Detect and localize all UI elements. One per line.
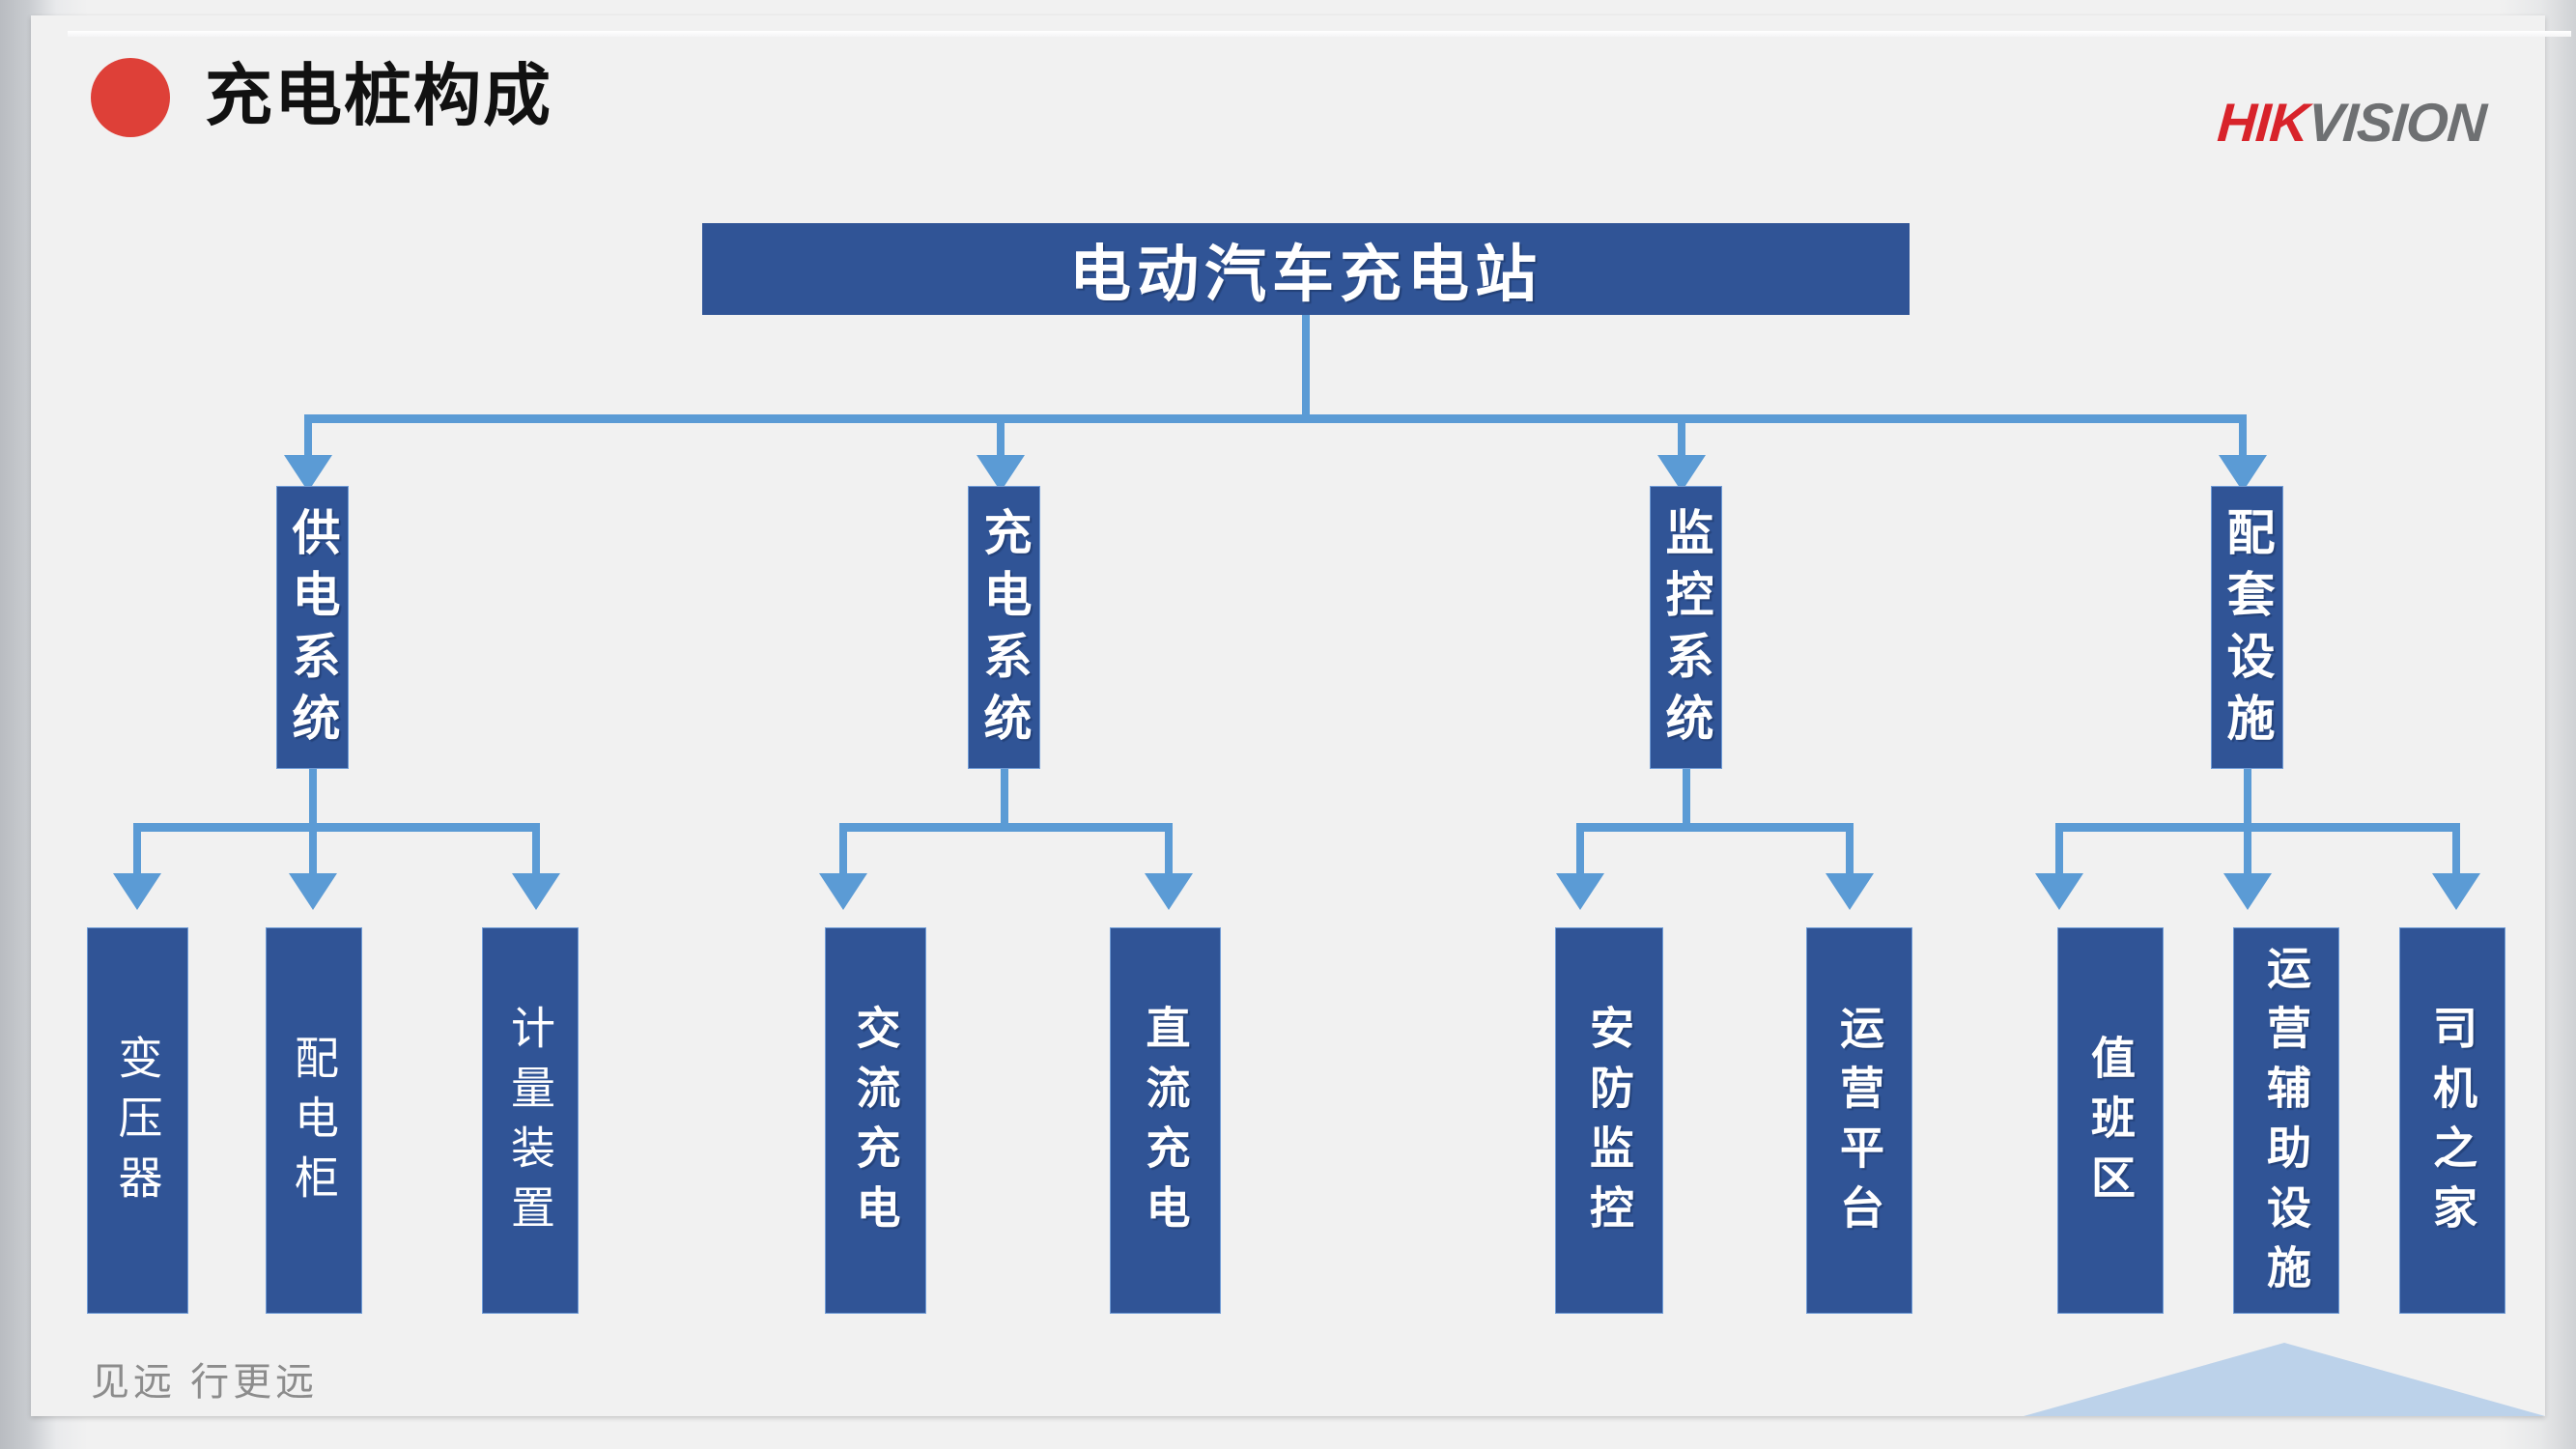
arrowhead-b1-c2: [289, 873, 337, 910]
connector-branch1-drop: [304, 414, 312, 468]
red-circle-icon: [91, 58, 170, 137]
node-leaf-2-2[interactable]: 直流充电: [1110, 927, 1221, 1314]
connector-b3-c1-drop: [1576, 823, 1584, 883]
arrowhead-b4-c1: [2035, 873, 2083, 910]
arrowhead-branch1: [284, 455, 332, 492]
node-branch-1[interactable]: 供电系统: [276, 486, 349, 769]
arrowhead-b3-c2: [1826, 873, 1874, 910]
node-leaf-2-1[interactable]: 交流充电: [825, 927, 926, 1314]
connector-b2-c1-drop: [839, 823, 847, 883]
org-chart-diagram: 电动汽车充电站 供电系统 充电系统 监控系统 配套设施: [31, 15, 2545, 1416]
footer-slogan: 见远 行更远: [91, 1361, 319, 1404]
node-branch-4[interactable]: 配套设施: [2211, 486, 2283, 769]
node-branch-3[interactable]: 监控系统: [1650, 486, 1722, 769]
connector-b2-stem: [1001, 769, 1008, 827]
slide-page: 充电桩构成 HIKVISION 电动汽车充电站: [31, 15, 2571, 1416]
connector-b4-bus: [2055, 823, 2460, 832]
node-leaf-4-1[interactable]: 值班区: [2057, 927, 2164, 1314]
arrowhead-b3-c1: [1556, 873, 1604, 910]
connector-b3-c2-drop: [1846, 823, 1854, 883]
arrowhead-branch3: [1657, 455, 1706, 492]
slide-header: 充电桩构成 HIKVISION: [31, 15, 2545, 189]
connector-branch2-drop: [997, 414, 1005, 468]
connector-b3-bus: [1576, 823, 1854, 832]
node-leaf-1-3[interactable]: 计量装置: [482, 927, 579, 1314]
arrowhead-b2-c2: [1145, 873, 1193, 910]
connector-b1-c1-drop: [133, 823, 141, 883]
arrowhead-b1-c1: [113, 873, 161, 910]
node-leaf-3-2[interactable]: 运营平台: [1806, 927, 1912, 1314]
connector-b2-bus: [839, 823, 1173, 832]
connector-root-stem: [1302, 315, 1310, 421]
node-leaf-3-1[interactable]: 安防监控: [1555, 927, 1663, 1314]
connector-b1-c2-drop: [309, 823, 317, 883]
arrowhead-b1-c3: [512, 873, 560, 910]
connector-b4-c3-drop: [2452, 823, 2460, 883]
page-top-highlight: [68, 31, 2571, 37]
node-leaf-4-3[interactable]: 司机之家: [2399, 927, 2505, 1314]
arrowhead-b4-c3: [2432, 873, 2480, 910]
node-leaf-4-2[interactable]: 运营辅助设施: [2233, 927, 2339, 1314]
corner-triangle-decoration: [2024, 1343, 2545, 1416]
node-leaf-1-1[interactable]: 变压器: [87, 927, 188, 1314]
node-root[interactable]: 电动汽车充电站: [702, 223, 1910, 315]
arrowhead-b4-c2: [2223, 873, 2272, 910]
node-leaf-1-2[interactable]: 配电柜: [266, 927, 362, 1314]
connector-b1-c3-drop: [532, 823, 540, 883]
connector-b4-c1-drop: [2055, 823, 2063, 883]
connector-branch3-drop: [1678, 414, 1685, 468]
connector-b4-stem: [2244, 769, 2251, 827]
connector-b1-bus: [133, 823, 540, 832]
node-branch-2[interactable]: 充电系统: [968, 486, 1040, 769]
connector-horizontal-bus: [304, 414, 2247, 423]
connector-b4-c2-drop: [2244, 823, 2251, 883]
connector-b2-c2-drop: [1165, 823, 1173, 883]
connector-branch4-drop: [2239, 414, 2247, 468]
arrowhead-b2-c1: [819, 873, 867, 910]
arrowhead-branch4: [2219, 455, 2267, 492]
arrowhead-branch2: [977, 455, 1025, 492]
connector-b3-stem: [1683, 769, 1690, 827]
connector-b1-stem: [309, 769, 317, 827]
page-title: 充电桩构成: [205, 58, 552, 133]
